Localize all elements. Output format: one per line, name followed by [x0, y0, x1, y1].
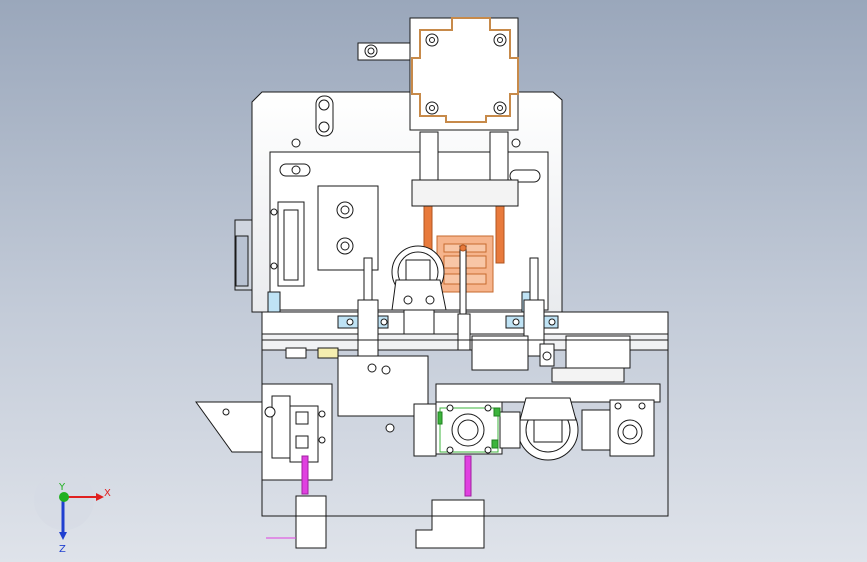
magenta-probe-left: [301, 455, 309, 495]
assembly-drawing: [195, 17, 669, 549]
right-actuator-block: [565, 335, 631, 369]
coordinate-triad[interactable]: X Y Z: [34, 470, 111, 555]
z-axis-label: Z: [59, 544, 66, 555]
y-axis-label: Y: [58, 482, 66, 493]
left-inner-block: [317, 185, 379, 271]
x-axis-label: X: [104, 488, 111, 499]
lower-mount-plate: [337, 355, 429, 417]
y-axis-dot: [59, 492, 69, 502]
left-lower-bracket: [195, 401, 263, 453]
motor-flange: [411, 17, 519, 123]
base-outline: [261, 339, 669, 517]
magenta-probe-right: [464, 455, 472, 497]
